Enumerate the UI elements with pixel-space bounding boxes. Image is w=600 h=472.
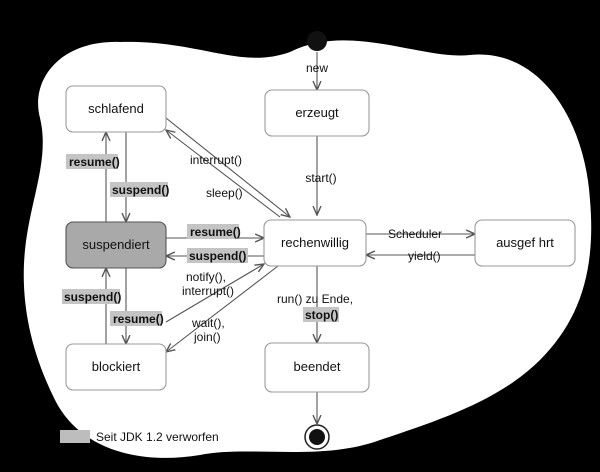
label-resume-mid: resume() [190,225,241,239]
state-schlafend-label: schlafend [88,101,144,116]
state-suspendiert-label: suspendiert [82,237,150,252]
label-run-end: run() zu Ende, [277,292,353,306]
hl-resume-left [66,154,118,169]
label-notify: notify(), [186,270,226,284]
label-suspend-mid: suspend() [189,249,246,263]
edge-interrupt [166,130,281,218]
edge-notify [165,264,264,323]
initial-node [307,31,327,51]
label-new: new [306,61,328,75]
state-rechenwillig-label: rechenwillig [281,235,349,250]
hl-resume-mid [187,224,239,239]
legend-text: Seit JDK 1.2 verworfen [96,430,219,444]
label-join: join() [193,330,221,344]
label-stop: stop() [305,308,338,322]
state-suspendiert [65,221,167,269]
edge-sleep [165,117,290,217]
state-ausgefuehrt [474,219,576,267]
edge-wait [166,265,279,352]
hl-stop [303,307,339,322]
label-scheduler: Scheduler [388,227,442,241]
hl-suspend-mid [187,248,248,263]
label-start: start() [305,171,336,185]
state-beendet [264,342,370,393]
state-blockiert-label: blockiert [92,359,141,374]
hl-suspend-lower [62,289,120,304]
hl-suspend-left [110,182,168,197]
label-resume-lower: resume() [113,312,164,326]
label-sleep: sleep() [206,186,243,200]
state-rechenwillig [263,219,367,267]
state-schlafend [65,85,167,133]
state-erzeugt-label: erzeugt [295,105,339,120]
label-suspend-lower: suspend() [64,290,121,304]
state-ausgefuehrt-label: ausgef hrt [496,235,554,250]
label-suspend-left: suspend() [112,183,169,197]
state-blockiert [65,343,167,391]
hl-resume-lower [110,311,162,326]
final-node-inner [309,429,325,445]
label-interrupt: interrupt() [190,153,242,167]
label-resume-left: resume() [69,155,120,169]
legend-swatch [60,430,90,443]
state-beendet-label: beendet [294,359,341,374]
label-yield: yield() [408,249,441,263]
label-wait: wait(), [191,316,225,330]
label-interrupt2: interrupt() [182,284,234,298]
state-erzeugt [264,89,370,137]
